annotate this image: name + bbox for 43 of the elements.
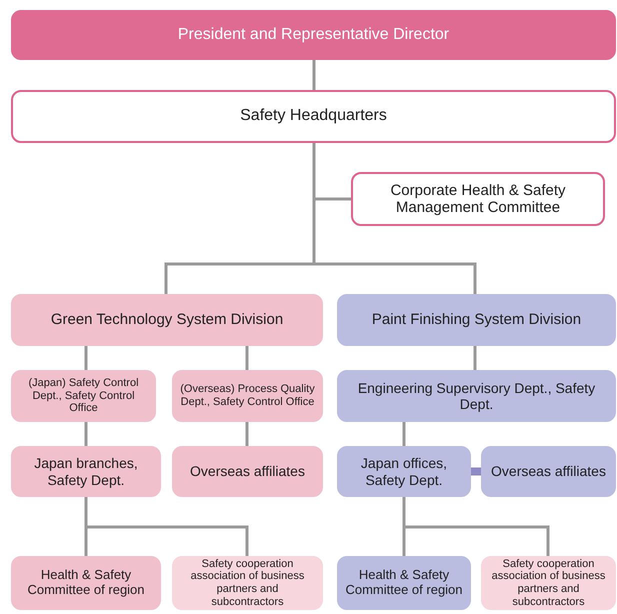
department-box bbox=[172, 370, 323, 422]
connector-line bbox=[402, 497, 550, 556]
connector-line bbox=[246, 346, 248, 370]
committee-box bbox=[11, 556, 161, 610]
box-label: (Overseas) Process Quality Dept., Safety Control Office bbox=[180, 383, 315, 409]
box-label: Safety cooperation association of business partners and subcontractors bbox=[190, 558, 306, 608]
box-label: Japan branches, Safety Dept. bbox=[33, 455, 139, 488]
box-label: Safety Headquarters bbox=[240, 107, 387, 126]
box-label: President and Representative Director bbox=[178, 26, 450, 44]
connector-line bbox=[471, 468, 481, 476]
box-label: Japan offices, Safety Dept. bbox=[360, 455, 448, 488]
connector-line bbox=[312, 143, 476, 294]
box-label: Overseas affiliates bbox=[190, 463, 305, 480]
box-label: Corporate Health & Safety Management Committee bbox=[389, 182, 567, 216]
branch-box bbox=[11, 446, 161, 497]
connector-line bbox=[246, 422, 248, 446]
association-box bbox=[481, 556, 616, 610]
connector-line bbox=[402, 422, 406, 446]
division-box bbox=[337, 294, 616, 346]
committee-box bbox=[351, 172, 605, 226]
association-box bbox=[172, 556, 323, 610]
connector-line bbox=[84, 497, 248, 556]
box-label: Overseas affiliates bbox=[491, 463, 606, 480]
division-box bbox=[11, 294, 323, 346]
committee-box bbox=[337, 556, 471, 610]
department-box bbox=[337, 370, 616, 422]
office-box bbox=[337, 446, 471, 497]
box-label: Health & Safety Committee of region bbox=[345, 568, 463, 598]
affiliate-box bbox=[481, 446, 616, 497]
connector-line bbox=[84, 346, 88, 370]
title-box bbox=[11, 10, 616, 60]
box-label: (Japan) Safety Control Dept., Safety Control Office bbox=[27, 377, 140, 415]
box-label: Safety cooperation association of business partners and subcontractors bbox=[490, 558, 606, 608]
connector-line bbox=[312, 60, 316, 90]
box-label: Engineering Supervisory Dept., Safety Dept. bbox=[356, 380, 596, 412]
affiliate-box bbox=[172, 446, 323, 497]
department-box bbox=[11, 370, 156, 422]
box-label: Paint Finishing System Division bbox=[372, 311, 582, 329]
headquarters-box bbox=[11, 90, 616, 143]
box-label: Health & Safety Committee of region bbox=[26, 568, 146, 598]
connector-line bbox=[84, 422, 88, 446]
connector-line bbox=[474, 346, 476, 370]
box-label: Green Technology System Division bbox=[50, 311, 284, 329]
